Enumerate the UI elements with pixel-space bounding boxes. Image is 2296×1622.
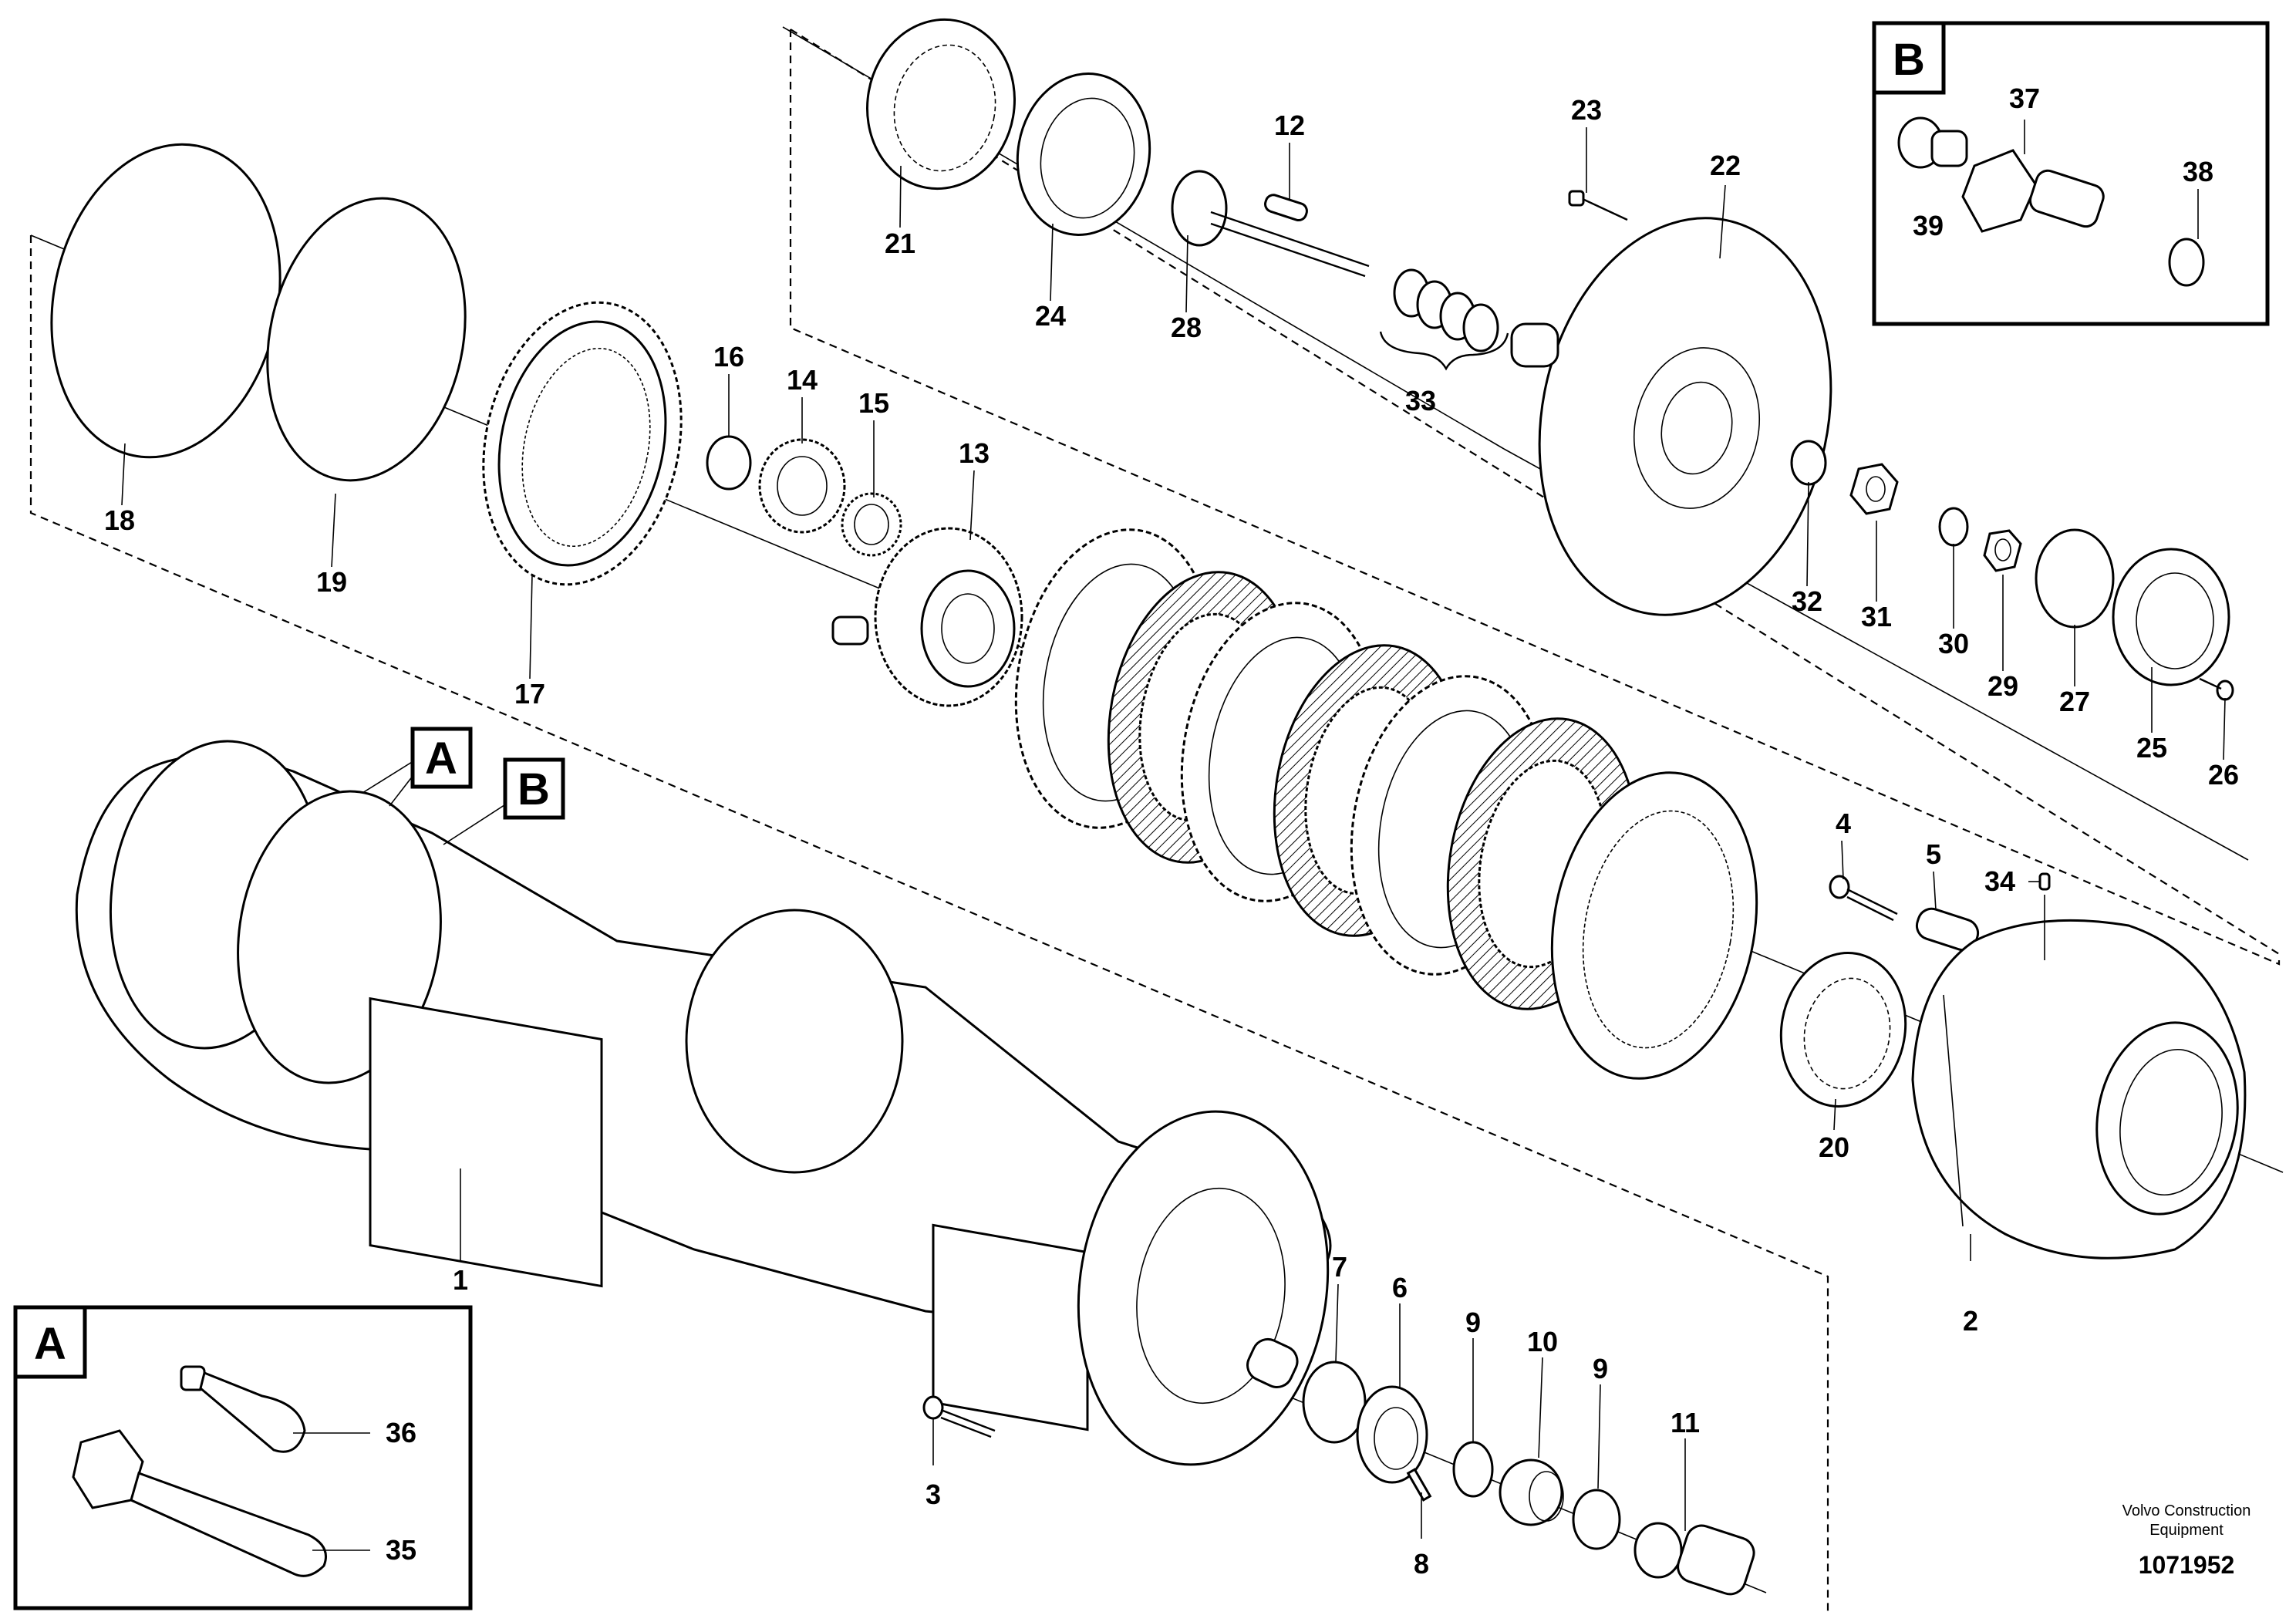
seal-24 (1016, 73, 1151, 236)
callout-26: 26 (2208, 759, 2239, 791)
inset-detail-b: B (1872, 21, 2270, 326)
callout-37: 37 (2009, 83, 2040, 114)
callout-11: 11 (1671, 1407, 1700, 1438)
planet-gear-14 (758, 438, 846, 534)
callout-18: 18 (104, 504, 135, 536)
sensor-35 (72, 1429, 327, 1577)
plug-34 (2038, 872, 2051, 891)
spring-set-33 (1379, 268, 1509, 371)
brake-disc-pack (1014, 528, 1758, 1080)
callout-12: 12 (1274, 110, 1305, 141)
nut-29 (1983, 529, 2022, 572)
callout-35: 35 (386, 1534, 416, 1566)
callout-28: 28 (1171, 312, 1202, 343)
callout-16: 16 (713, 341, 744, 373)
callout-39: 39 (1913, 210, 1944, 241)
callout-15: 15 (858, 387, 889, 419)
callout-20: 20 (1819, 1131, 1849, 1163)
planet-carrier-13 (831, 527, 1023, 707)
callout-27: 27 (2059, 686, 2090, 717)
seal-flange-6 (1356, 1385, 1428, 1484)
callout-4: 4 (1836, 808, 1851, 839)
callout-19: 19 (316, 566, 347, 598)
callout-3: 3 (925, 1479, 941, 1510)
snap-ring-16 (706, 435, 752, 491)
bolt-3 (922, 1395, 996, 1438)
screw-26 (2199, 677, 2234, 701)
callout-9b: 9 (1593, 1353, 1608, 1384)
callout-17: 17 (514, 678, 545, 710)
shaft-11 (1633, 1522, 1755, 1596)
leader-lines (121, 127, 2226, 1539)
axle-housing-1 (75, 740, 1332, 1466)
callout-2: 2 (1963, 1305, 1978, 1337)
ring-gear-17 (482, 301, 683, 586)
callout-1: 1 (453, 1264, 468, 1296)
nut-31 (1849, 463, 1899, 515)
wheel-hub-2 (1911, 919, 2247, 1259)
callout-10: 10 (1527, 1326, 1558, 1357)
callout-9a: 9 (1465, 1307, 1481, 1338)
callout-8: 8 (1414, 1548, 1429, 1580)
washer-32 (1790, 440, 1827, 486)
svg-text:B: B (518, 764, 550, 814)
pin-12 (1264, 194, 1308, 222)
callout-7: 7 (1332, 1251, 1347, 1283)
washer-30 (1938, 507, 1969, 547)
brand-line-2: Equipment (2149, 1522, 2224, 1539)
callout-24: 24 (1035, 300, 1066, 332)
callout-23: 23 (1571, 94, 1602, 126)
callout-6: 6 (1392, 1272, 1408, 1303)
o-ring-27 (2035, 528, 2115, 629)
svg-text:B: B (1893, 35, 1925, 85)
callout-labels: 1 2 3 4 5 6 7 8 9 9 10 11 12 13 14 15 16… (104, 83, 2239, 1580)
valve-37 (1961, 149, 2105, 233)
sensor-36 (180, 1365, 306, 1453)
bolt-4 (1829, 875, 1898, 922)
detail-marker-a: A (410, 727, 473, 789)
svg-text:A: A (34, 1319, 66, 1369)
plug-39 (1897, 116, 1968, 169)
callout-22: 22 (1710, 150, 1741, 181)
callout-14: 14 (787, 364, 818, 396)
callout-31: 31 (1861, 601, 1892, 632)
bolt-23 (1568, 190, 1628, 221)
o-ring-7 (1302, 1361, 1367, 1444)
callout-34: 34 (1984, 865, 2015, 897)
callout-32: 32 (1792, 585, 1822, 617)
callout-30: 30 (1938, 628, 1969, 659)
bushing-10 (1499, 1458, 1564, 1526)
callout-5: 5 (1926, 838, 1941, 870)
explode-frame-upper (789, 29, 2281, 966)
detail-marker-b: B (503, 757, 565, 820)
shaft-28 (1171, 170, 1370, 278)
inset-detail-a: A (13, 1305, 473, 1610)
ring-9b (1572, 1489, 1621, 1550)
needle-bearing-15 (841, 492, 902, 557)
callout-36: 36 (386, 1417, 416, 1448)
o-ring-large-19 (266, 197, 467, 482)
o-ring-large-18 (50, 143, 282, 459)
roller-bearing-20 (1779, 952, 1907, 1108)
callout-25: 25 (2136, 732, 2167, 764)
pin-8 (1406, 1468, 1432, 1502)
callout-33: 33 (1405, 385, 1436, 416)
callout-21: 21 (885, 228, 915, 259)
svg-text:A: A (425, 733, 457, 784)
explode-frame-left (29, 235, 1829, 1612)
callout-38: 38 (2183, 156, 2213, 187)
callout-29: 29 (1988, 670, 2018, 702)
callout-13: 13 (959, 437, 990, 469)
cover-25 (2112, 548, 2230, 686)
o-ring-38 (2168, 238, 2205, 287)
brand-line-1: Volvo Construction (2122, 1502, 2251, 1519)
roller-bearing-21 (866, 18, 1016, 191)
document-number: 1071952 (2139, 1551, 2235, 1579)
brake-cover-22 (1510, 217, 1832, 616)
ring-9a (1452, 1441, 1494, 1498)
